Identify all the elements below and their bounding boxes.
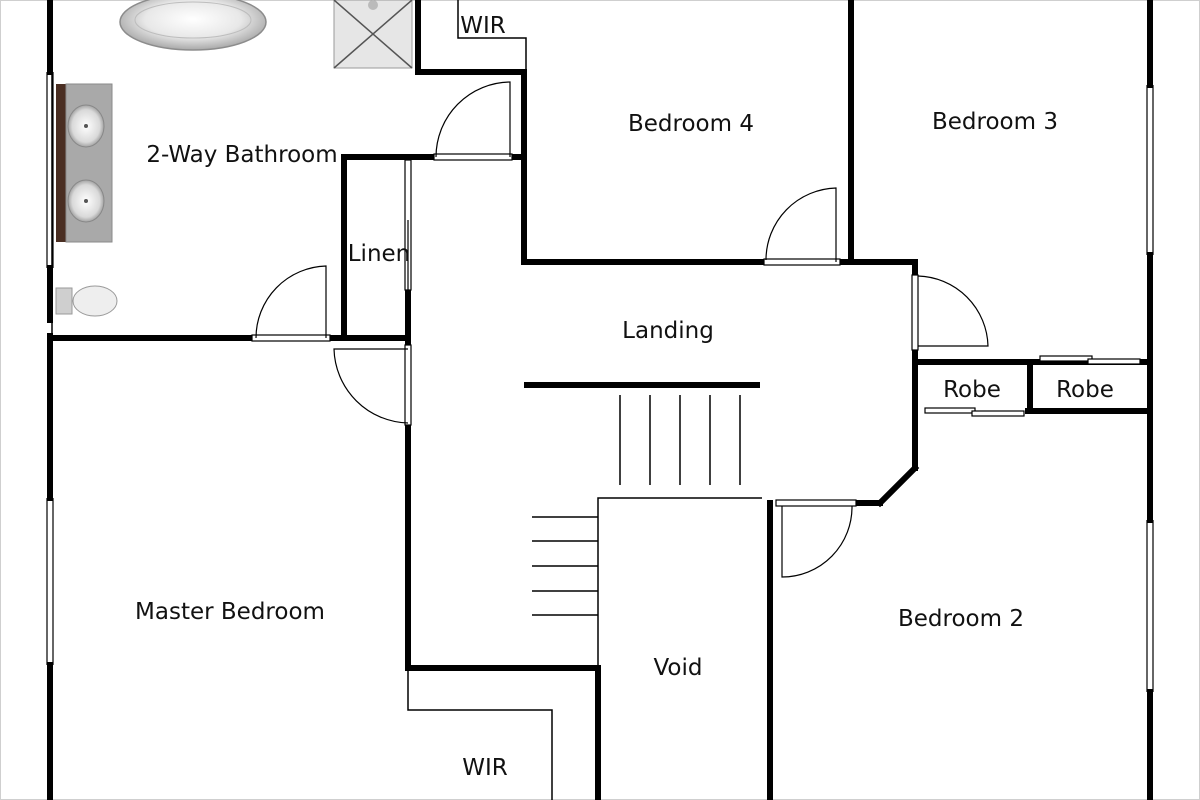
room-label-linen: Linen bbox=[348, 241, 411, 267]
door-bathroom-lower bbox=[251, 334, 331, 342]
room-label-bedroom-2: Bedroom 2 bbox=[898, 606, 1024, 632]
room-label-2-way-bathroom: 2-Way Bathroom bbox=[146, 142, 337, 168]
door-bathroom bbox=[433, 153, 513, 161]
door-bedroom-3 bbox=[911, 274, 919, 351]
walls bbox=[47, 0, 1153, 800]
bathtub bbox=[119, 0, 267, 51]
door-robe-left-2 bbox=[971, 410, 1025, 417]
door-robe-right-2 bbox=[1087, 358, 1141, 365]
staircase bbox=[532, 395, 741, 616]
double-vanity bbox=[56, 83, 113, 243]
room-label-robe-left: Robe bbox=[943, 377, 1001, 403]
room-label-void: Void bbox=[653, 655, 702, 681]
room-label-wir-top: WIR bbox=[460, 13, 506, 39]
room-label-robe-right: Robe bbox=[1056, 377, 1114, 403]
room-label-landing: Landing bbox=[622, 318, 714, 344]
room-label-bedroom-4: Bedroom 4 bbox=[628, 111, 754, 137]
door-bedroom-4 bbox=[763, 258, 841, 266]
door-robe-left bbox=[924, 407, 976, 414]
room-label-bedroom-3: Bedroom 3 bbox=[932, 109, 1058, 135]
door-bedroom-2 bbox=[775, 499, 857, 507]
shower-icon bbox=[333, 0, 413, 69]
door-robe-right bbox=[1039, 355, 1093, 362]
room-label-wir-bottom: WIR bbox=[462, 755, 508, 781]
toilet-icon bbox=[55, 285, 118, 317]
doors bbox=[251, 81, 1141, 578]
bathtub-inner bbox=[134, 1, 252, 39]
windows bbox=[46, 72, 1154, 692]
door-master-bedroom bbox=[404, 344, 412, 426]
thin-lines bbox=[51, 0, 762, 800]
room-label-master-bedroom: Master Bedroom bbox=[135, 599, 325, 625]
